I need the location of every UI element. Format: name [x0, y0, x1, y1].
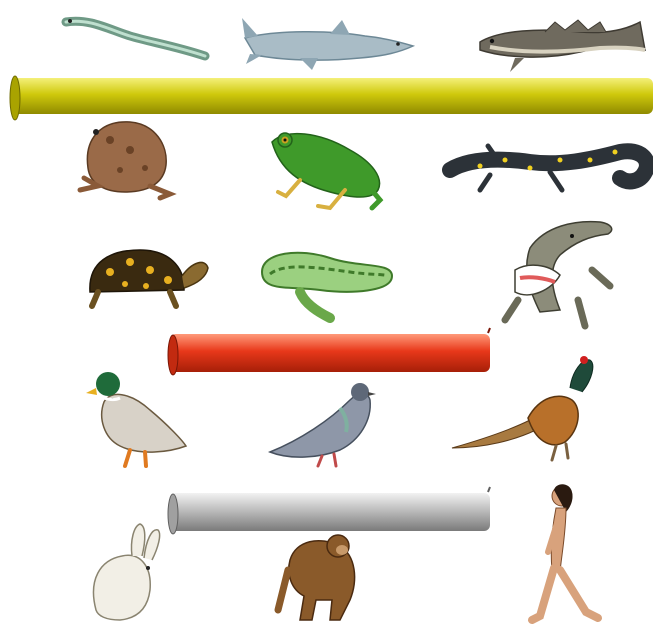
box-turtle-icon	[90, 250, 208, 306]
salamander-icon	[450, 146, 647, 190]
hare-icon	[94, 524, 160, 620]
shark-icon	[242, 18, 413, 70]
alligator-icon	[505, 222, 612, 326]
chimpanzee-icon	[278, 535, 355, 620]
eel-icon	[66, 19, 205, 56]
mallard-duck-icon	[86, 372, 186, 466]
tree-frog-icon	[272, 133, 380, 208]
yellow-bar	[10, 76, 653, 120]
red-bar	[168, 328, 490, 375]
human-icon	[532, 484, 598, 620]
toad-icon	[80, 122, 170, 198]
gray-bar	[168, 487, 490, 534]
snake-icon	[262, 253, 392, 318]
cod-icon	[480, 20, 645, 72]
pigeon-icon	[270, 383, 376, 466]
